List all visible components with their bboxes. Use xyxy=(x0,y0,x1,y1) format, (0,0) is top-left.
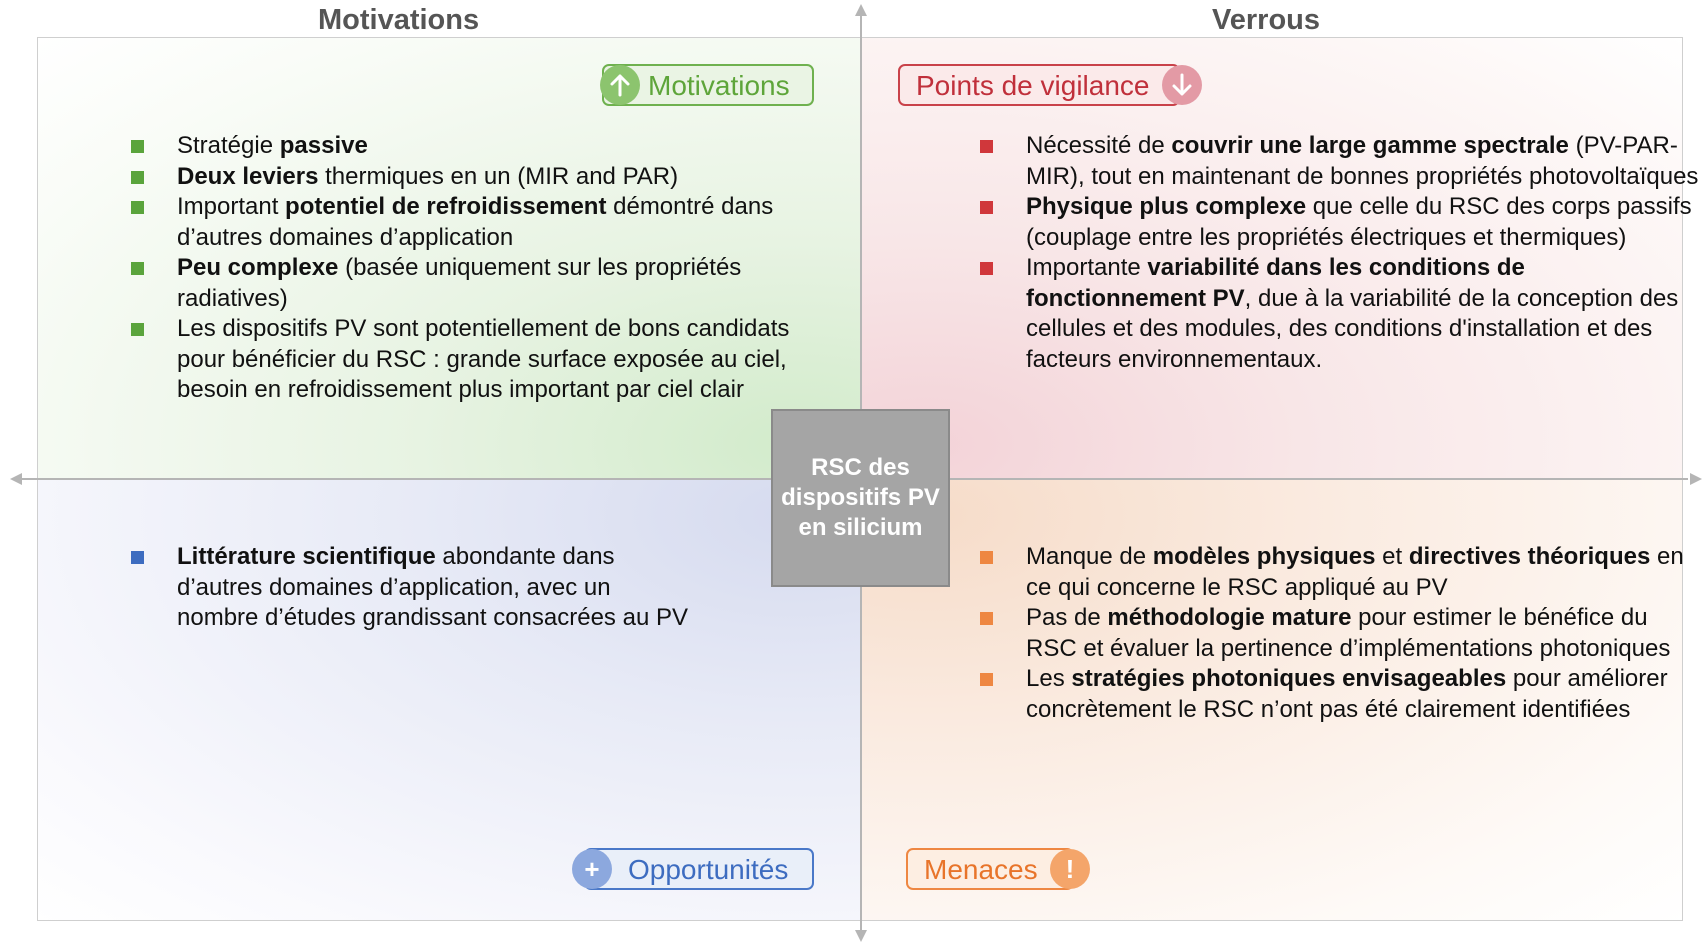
list-item: Littérature scientifique abondante dans … xyxy=(131,542,691,634)
list-item: Les dispositifs PV sont potentiellement … xyxy=(131,314,831,406)
menaces-list: Manque de modèles physiques et directive… xyxy=(980,542,1700,725)
axis-arrow-down-icon xyxy=(855,930,867,942)
tag-motivations-label: Motivations xyxy=(648,70,790,101)
bullet-square-icon xyxy=(980,140,993,153)
header-motivations: Motivations xyxy=(318,4,480,36)
bullet-square-icon xyxy=(131,170,144,184)
exclamation-icon: ! xyxy=(1050,849,1090,889)
quadrant-opportunites xyxy=(38,480,861,920)
axis-arrow-left-icon xyxy=(10,473,22,485)
bullet-square-icon xyxy=(131,323,144,336)
quadrant-vigilance xyxy=(861,38,1682,480)
bullet-square-icon xyxy=(131,140,144,153)
tag-menaces: Menaces ! xyxy=(906,848,1090,890)
header-verrous: Verrous xyxy=(1212,4,1320,36)
opportunites-list: Littérature scientifique abondante dans … xyxy=(131,542,691,634)
tag-opportunites-label: Opportunités xyxy=(628,854,789,885)
plus-icon: + xyxy=(572,849,612,889)
tag-opportunites: + Opportunités xyxy=(572,848,814,890)
bullet-square-icon xyxy=(980,201,993,214)
axis-arrow-up-icon xyxy=(855,4,867,16)
bullet-square-icon xyxy=(131,551,144,564)
bullet-square-icon xyxy=(980,612,993,625)
bullet-square-icon xyxy=(980,551,993,564)
list-item: Stratégie passive xyxy=(131,131,831,162)
arrow-down-icon xyxy=(1162,65,1202,105)
bullet-square-icon xyxy=(131,201,144,214)
list-item: Les stratégies photoniques envisageables… xyxy=(980,664,1700,725)
arrow-up-icon xyxy=(600,65,640,105)
list-item: Nécessité de couvrir une large gamme spe… xyxy=(980,131,1700,192)
bullet-square-icon xyxy=(131,262,144,275)
center-topic-box: RSC des dispositifs PV en silicium xyxy=(771,409,950,587)
list-item: Deux leviers thermiques en un (MIR and P… xyxy=(131,162,831,193)
quadrant-motivations xyxy=(38,38,861,480)
quadrant-menaces xyxy=(861,480,1682,920)
bullet-square-icon xyxy=(980,262,993,275)
list-item: Peu complexe (basée uniquement sur les p… xyxy=(131,253,831,314)
motivations-list: Stratégie passive Deux leviers thermique… xyxy=(131,131,831,406)
tag-vigilance-label: Points de vigilance xyxy=(916,70,1150,101)
swot-frame xyxy=(37,37,1683,921)
vigilance-list: Nécessité de couvrir une large gamme spe… xyxy=(980,131,1700,375)
tag-vigilance: Points de vigilance xyxy=(898,64,1202,106)
list-item: Important potentiel de refroidissement d… xyxy=(131,192,831,253)
tag-motivations: Motivations xyxy=(600,64,814,106)
tag-menaces-label: Menaces xyxy=(924,854,1038,885)
bullet-square-icon xyxy=(980,673,993,686)
list-item: Pas de méthodologie mature pour estimer … xyxy=(980,603,1700,664)
list-item: Manque de modèles physiques et directive… xyxy=(980,542,1700,603)
axis-arrow-right-icon xyxy=(1690,473,1702,485)
list-item: Physique plus complexe que celle du RSC … xyxy=(980,192,1700,253)
list-item: Importante variabilité dans les conditio… xyxy=(980,253,1700,375)
